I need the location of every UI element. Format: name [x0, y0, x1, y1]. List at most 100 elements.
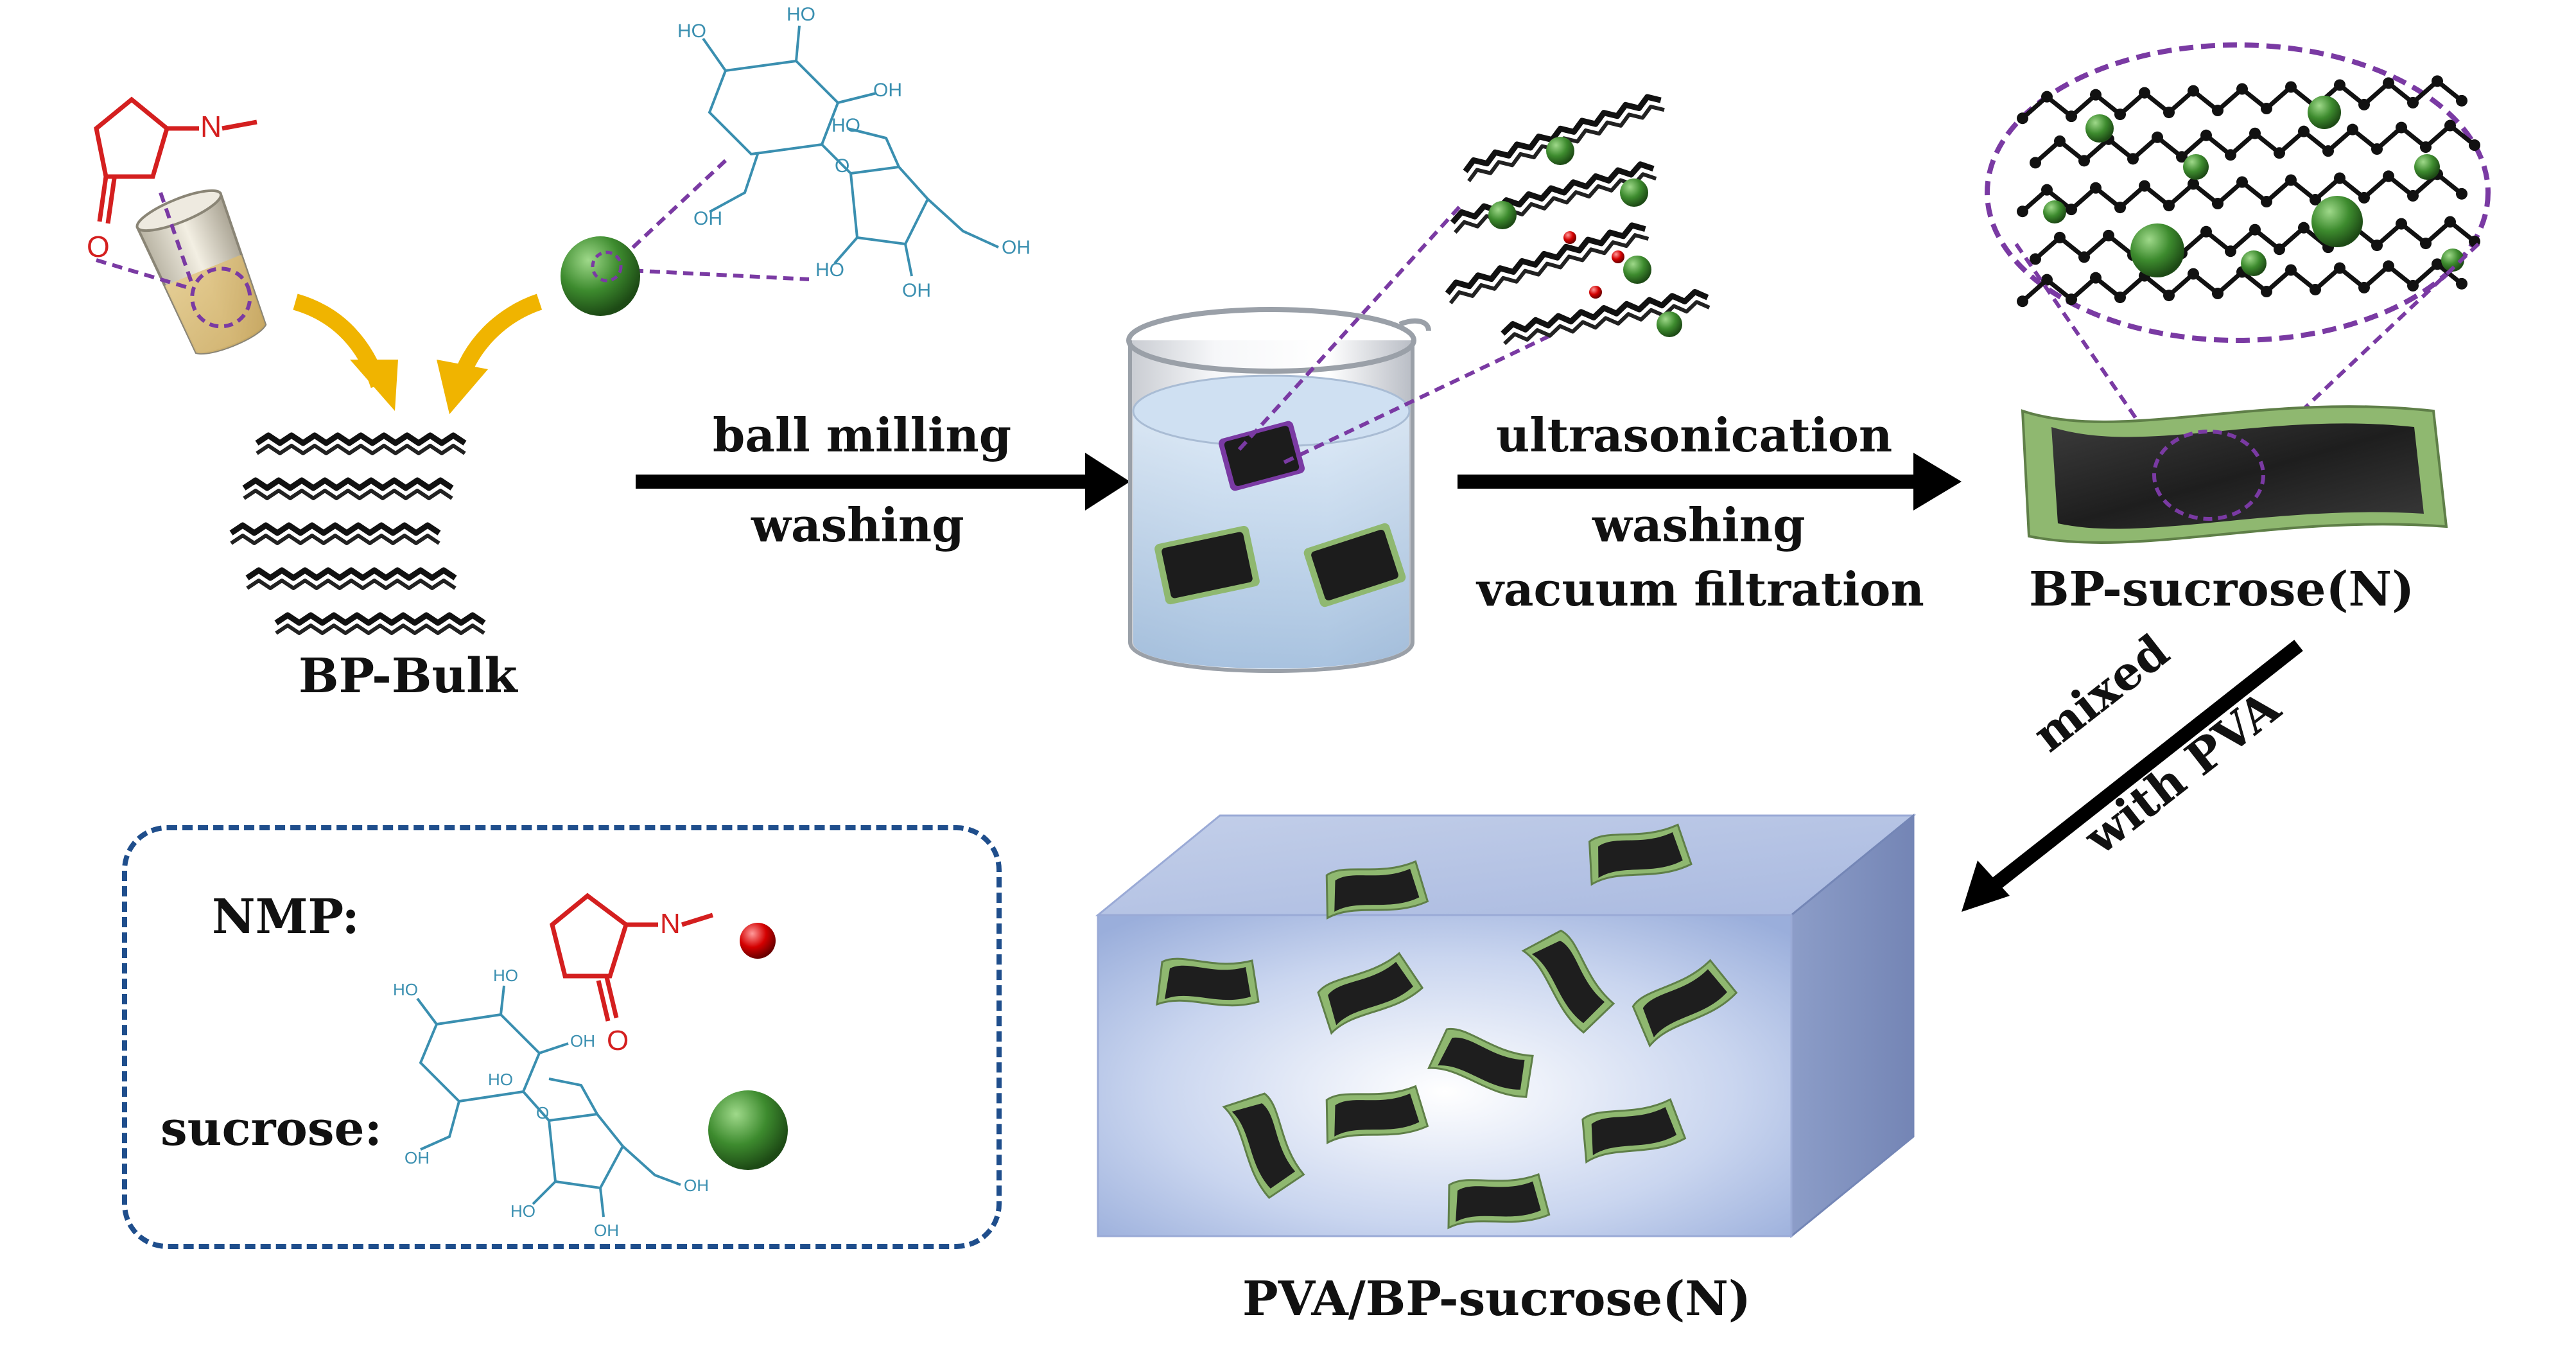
sucrose-oh-label: OH [1002, 237, 1031, 258]
lattice-sucrose-sphere [2085, 114, 2114, 143]
sucrose-o-label: O [536, 1103, 549, 1122]
lattice-atom [2200, 129, 2212, 141]
lattice-atom [2163, 200, 2175, 212]
lattice-atom [2274, 147, 2285, 159]
solvent-cup [135, 189, 267, 355]
lattice-atom [2420, 238, 2432, 250]
sucrose-link-line [621, 159, 727, 259]
lattice-atom [2371, 240, 2383, 252]
lattice-atom [2054, 135, 2066, 147]
lattice-atom [2225, 245, 2236, 258]
sucrose-sphere-top [561, 236, 640, 316]
lattice-sucrose-sphere [2130, 223, 2184, 277]
lattice-sucrose-sphere [2308, 96, 2341, 129]
nmp-link-line [96, 258, 193, 291]
step1-line1: ball milling [713, 408, 1012, 462]
lattice-atom [2200, 225, 2212, 238]
process-arrow-3 [1976, 640, 2303, 902]
pva-bp-sucrose-label: PVA/BP-sucrose(N) [1242, 1271, 1751, 1327]
zoom-line-right [2245, 242, 2480, 464]
sucrose-oh-label: OH [684, 1176, 709, 1195]
sucrose-oh-label: HO [787, 4, 815, 25]
zoom-ellipse [1985, 42, 2491, 343]
zoom-line-left [2014, 243, 2159, 451]
legend-box [122, 825, 1002, 1249]
legend-nmp-label: NMP: [212, 889, 360, 945]
lattice-atom [2407, 189, 2419, 202]
legend-sucrose-label: sucrose: [161, 1101, 382, 1157]
lattice-atom [2432, 258, 2443, 270]
lattice-atom [2090, 182, 2102, 194]
lattice-atom [2249, 127, 2261, 139]
lattice-atom [2127, 153, 2139, 165]
lattice-atom [2114, 202, 2126, 214]
process-arrowhead-1 [1085, 453, 1130, 511]
lattice-atom [2469, 139, 2480, 152]
lattice-atom [2212, 198, 2224, 210]
lattice-atom [2152, 131, 2163, 143]
sucrose-oh-label: OH [594, 1221, 619, 1240]
lattice-atom [2456, 188, 2467, 200]
sucrose-link-line-2 [616, 268, 810, 281]
lattice-sucrose-sphere [2183, 154, 2209, 180]
lattice-atom [2261, 196, 2272, 207]
lattice-atom [2371, 143, 2383, 155]
lattice-atom [2188, 85, 2199, 97]
lattice-atom [2030, 157, 2041, 169]
lattice-sucrose-sphere [2441, 249, 2464, 272]
sucrose-oh-label: HO [510, 1201, 535, 1221]
lattice-atom [2066, 293, 2077, 306]
lattice-atom [2139, 180, 2150, 192]
lattice-atom [2261, 103, 2272, 114]
legend-nmp-sphere [740, 923, 776, 959]
lattice-atom [2334, 262, 2345, 274]
bp-bulk-label: BP-Bulk [299, 649, 518, 704]
lattice-atom [2358, 281, 2370, 293]
lattice-atom [2444, 119, 2456, 132]
lattice-atom [2090, 272, 2102, 284]
lattice-atom [2310, 193, 2321, 205]
lattice-atom [2212, 105, 2224, 117]
sucrose-molecule-top [702, 25, 999, 277]
sucrose-o-label: O [835, 155, 849, 177]
lattice-atom [2030, 253, 2041, 265]
step1-line2: washing [751, 498, 964, 552]
lattice-atom [2396, 218, 2407, 230]
sucrose-oh-label: OH [570, 1031, 595, 1051]
lattice-sucrose-sphere [2311, 196, 2363, 247]
bp-bulk-layers [231, 435, 484, 633]
lattice-atom [2236, 176, 2248, 188]
legend-sucrose-labels: HO HO OH OH HO OH OH HO O [393, 966, 709, 1240]
pva-composite-box [1095, 813, 1917, 1239]
lattice-atom [2444, 216, 2456, 228]
lattice-atom [2334, 79, 2345, 91]
lattice-sucrose-sphere [2241, 250, 2267, 276]
beaker-flake-right [1303, 523, 1406, 607]
lattice-atom [2041, 91, 2053, 103]
lattice-atom [2163, 290, 2175, 302]
lattice-atom [2017, 112, 2028, 125]
lattice-atom [2041, 274, 2053, 286]
lattice-atom [2236, 83, 2248, 95]
lattice-atom [2298, 125, 2310, 137]
lattice-atom [2114, 109, 2126, 121]
lattice-atom [2114, 292, 2126, 304]
lattice-atom [2298, 222, 2310, 234]
lattice-atom [2407, 279, 2419, 292]
legend-sucrose-molecule [416, 985, 681, 1218]
lattice-atom [2017, 205, 2028, 218]
nmp-o-atom: O [87, 230, 110, 263]
lattice-atom [2188, 268, 2199, 280]
lattice-atom [2310, 283, 2321, 295]
lattice-atom [2090, 89, 2102, 101]
lattice-atom [2322, 145, 2334, 157]
lattice-atom [2066, 110, 2077, 123]
sucrose-oh-label: HO [677, 21, 706, 42]
process-arrowhead-3 [1962, 860, 2010, 912]
lattice-atom [2139, 87, 2150, 99]
step2-line2: washing [1592, 498, 1806, 552]
beaker-zoom-line [1237, 204, 1463, 451]
lattice-atom [2274, 243, 2285, 256]
legend-sucrose-sphere [708, 1090, 788, 1170]
sucrose-oh-label: HO [493, 966, 518, 985]
